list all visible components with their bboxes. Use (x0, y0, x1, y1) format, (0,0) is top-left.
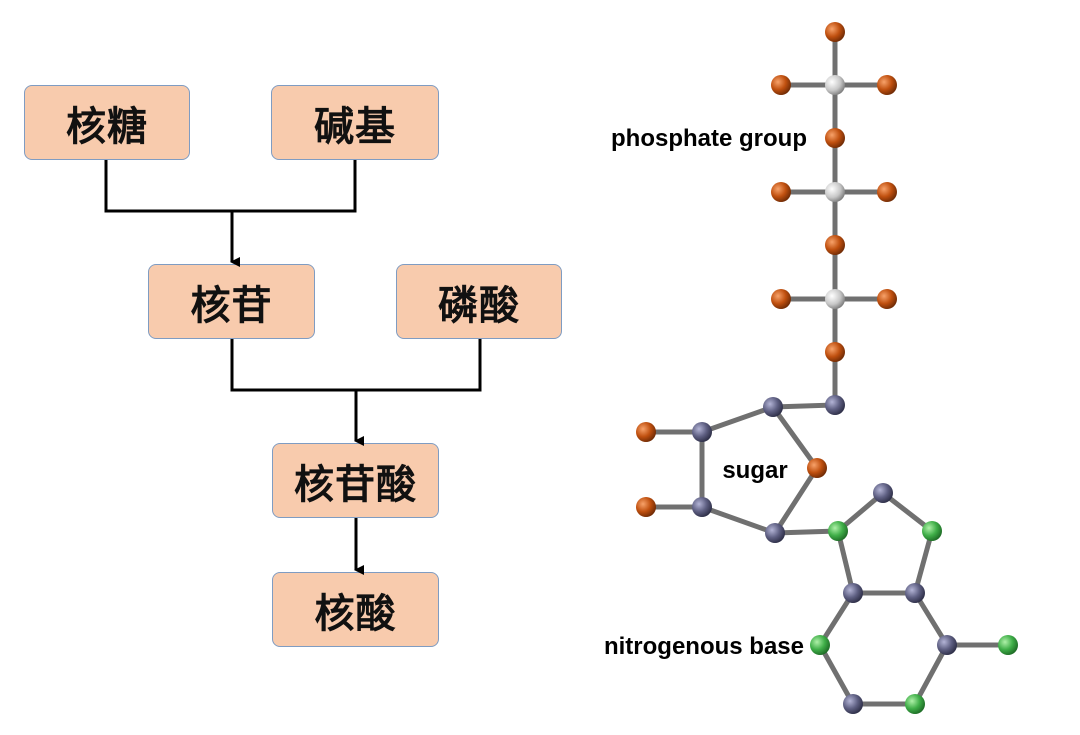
flow-connectors (104, 160, 482, 575)
phosphate-group-label: phosphate group (611, 125, 807, 152)
ribose-box: 核糖 (24, 85, 190, 160)
oxygen-atom (771, 75, 791, 95)
oxygen-atom (825, 235, 845, 255)
carbon-atom (825, 395, 845, 415)
carbon-atom (937, 635, 957, 655)
carbon-atom (873, 483, 893, 503)
phosphorus-atom (825, 75, 845, 95)
base-box: 碱基 (271, 85, 439, 160)
nitrogen-atom (998, 635, 1018, 655)
nitrogen-atom (810, 635, 830, 655)
phosphorus-atom (825, 289, 845, 309)
carbon-atom (843, 583, 863, 603)
nucleotide-box: 核苷酸 (272, 443, 439, 518)
carbon-atom (843, 694, 863, 714)
oxygen-atom (825, 342, 845, 362)
oxygen-atom (825, 22, 845, 42)
oxygen-atom (636, 422, 656, 442)
oxygen-atom (771, 182, 791, 202)
oxygen-atom (877, 75, 897, 95)
phosphorus-atom (825, 182, 845, 202)
oxygen-atom (825, 128, 845, 148)
sugar-label: sugar (722, 457, 787, 484)
nitrogen-atom (922, 521, 942, 541)
oxygen-atom (807, 458, 827, 478)
nitrogen-atom (905, 694, 925, 714)
carbon-atom (765, 523, 785, 543)
carbon-atom (763, 397, 783, 417)
phosphoric-acid-box: 磷酸 (396, 264, 562, 339)
nucleoside-box: 核苷 (148, 264, 315, 339)
oxygen-atom (877, 289, 897, 309)
oxygen-atom (771, 289, 791, 309)
nucleic-acid-box: 核酸 (272, 572, 439, 647)
atoms (636, 22, 1018, 714)
nitrogenous-base-label: nitrogenous base (604, 633, 804, 660)
oxygen-atom (636, 497, 656, 517)
oxygen-atom (877, 182, 897, 202)
nitrogen-atom (828, 521, 848, 541)
carbon-atom (905, 583, 925, 603)
carbon-atom (692, 497, 712, 517)
carbon-atom (692, 422, 712, 442)
